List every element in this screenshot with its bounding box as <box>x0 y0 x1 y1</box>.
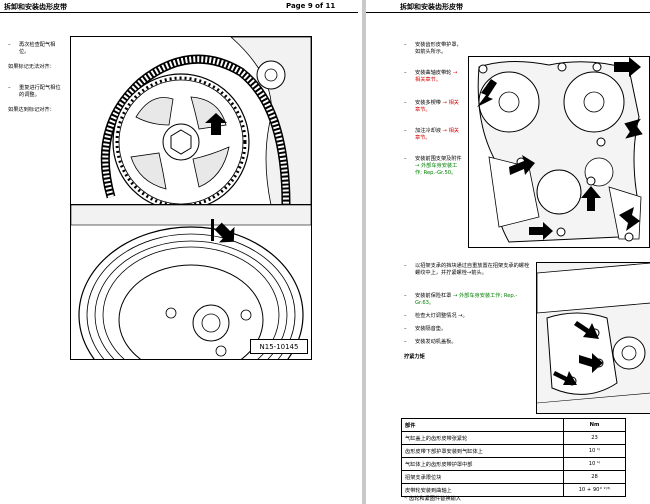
link-related-chapter[interactable]: → 相关章节。 <box>415 100 459 113</box>
engine-mount-figure <box>536 262 650 414</box>
crankshaft-pulley-figure <box>70 204 312 360</box>
right-header-title: 拆卸和安装齿形皮带 <box>400 3 463 11</box>
right-step-2: – 安装曲轴皮带轮 → 相关章节。 <box>404 70 458 83</box>
right-page: 拆卸和安装齿形皮带 – 安装齿形皮带护罩，如箭头所示。 – 安装曲轴皮带轮 → … <box>366 0 650 504</box>
camshaft-sprocket-figure <box>70 36 312 206</box>
torque-table: 部件 Nm 气缸盖上的齿形皮带张紧轮 23 齿形皮带下部护罩安装到气缸体上 10… <box>401 418 626 497</box>
right-step-9: – 安装隔音垫。 <box>404 326 447 332</box>
right-step-5: – 安装前围支架及附件 → 外部车身安装工作; Rep.-Gr.50。 <box>404 156 462 176</box>
torque-col-component: 部件 <box>401 418 564 432</box>
timing-cover-figure <box>468 56 650 248</box>
page-indicator: Page 9 of 11 <box>286 2 336 10</box>
left-page: 拆卸和安装齿形皮带 Page 9 of 11 – 再次检查配气相位。 如果标记无… <box>0 2 358 360</box>
right-step-7: – 安装前保险杠罩 → 外部车身安装工作; Rep.-Gr.63。 <box>404 293 518 306</box>
table-row: 气缸体上的齿形皮带护罩中部 10 ¹⁾ <box>401 457 626 471</box>
left-header-title: 拆卸和安装齿形皮带 <box>4 3 67 11</box>
torque-col-nm: Nm <box>563 418 626 432</box>
torque-heading: 拧紧力矩 <box>404 354 425 360</box>
link-body-work[interactable]: → 外部车身安装工作; Rep.-Gr.50。 <box>415 163 458 176</box>
right-step-4: – 加注冷却液 → 相关章节。 <box>404 128 459 141</box>
left-step-4: 如果达到标记对齐： <box>8 107 55 113</box>
figure-label: N15-10145 <box>250 339 308 354</box>
left-step-2: 如果标记无法对齐： <box>8 64 55 70</box>
right-step-3: – 安装多楔带 → 相关章节。 <box>404 100 459 113</box>
page-gutter <box>362 0 366 504</box>
right-step-6: – 以招架支承的挡块通过自重放置在招架支承的螺栓螺纹中上，并拧紧螺栓→箭头。 <box>404 263 530 276</box>
link-body-work[interactable]: → 外部车身安装工作; Rep.-Gr.63。 <box>415 293 518 306</box>
table-row: 气缸盖上的齿形皮带张紧轮 23 <box>401 431 626 445</box>
link-related-chapter[interactable]: → 相关章节。 <box>415 70 458 83</box>
right-step-8: – 检查大灯调整情况 →。 <box>404 313 468 319</box>
table-row: 皮带轮安装到曲轴上 10 + 90° ²⁾³⁾ <box>401 483 626 497</box>
left-step-3: – 重复进行配气相位的调整。 <box>8 85 61 98</box>
right-step-1: – 安装齿形皮带护罩，如箭头所示。 <box>404 42 462 55</box>
table-row: 齿形皮带下部护罩安装到气缸体上 10 ¹⁾ <box>401 444 626 458</box>
table-row: 招架支承限位块 28 <box>401 470 626 484</box>
right-header-rule <box>366 12 650 13</box>
link-related-chapter[interactable]: → 相关章节。 <box>415 128 459 141</box>
left-step-1: – 再次检查配气相位。 <box>8 42 56 55</box>
left-header-rule <box>0 12 358 13</box>
torque-footnote: ¹⁾ 齿轮和紧固件替换输入 <box>404 496 461 502</box>
right-step-10: – 安装发动机盖板。 <box>404 339 457 345</box>
